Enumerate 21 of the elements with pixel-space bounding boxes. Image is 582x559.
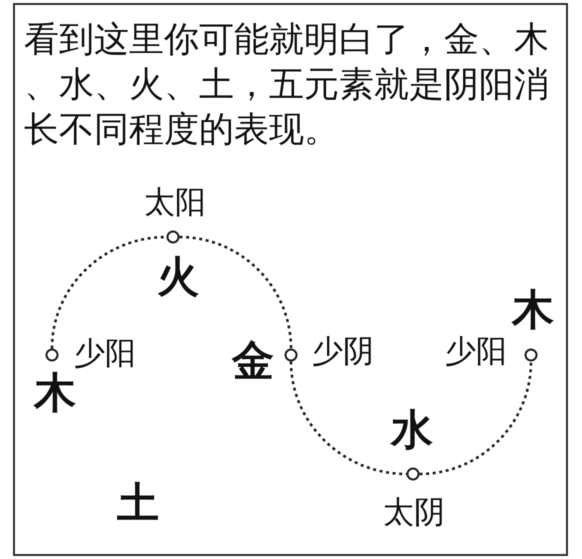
phase-label: 少阴 bbox=[312, 336, 374, 368]
dotted-curve bbox=[179, 236, 292, 349]
element-label: 金 bbox=[232, 340, 274, 382]
dotted-curve bbox=[290, 361, 407, 476]
circle-marker bbox=[406, 467, 420, 481]
dotted-curve bbox=[419, 361, 532, 476]
circle-marker bbox=[284, 348, 298, 362]
dotted-curve bbox=[50, 236, 167, 349]
element-label: 水 bbox=[391, 409, 433, 451]
circle-marker bbox=[524, 348, 538, 362]
phase-label: 太阳 bbox=[144, 188, 206, 218]
circle-marker bbox=[45, 348, 59, 362]
phase-label: 少阳 bbox=[445, 336, 507, 368]
phase-label: 太阴 bbox=[383, 498, 445, 528]
element-label: 土 bbox=[117, 482, 159, 524]
element-label: 火 bbox=[157, 256, 199, 298]
element-label: 木 bbox=[34, 372, 76, 414]
phase-label: 少阳 bbox=[74, 338, 136, 370]
circle-marker bbox=[166, 230, 180, 244]
element-label: 木 bbox=[512, 289, 554, 331]
title-text: 看到这里你可能就明白了，金、木、水、火、土，五元素就是阴阳消长不同程度的表现。 bbox=[24, 19, 550, 152]
